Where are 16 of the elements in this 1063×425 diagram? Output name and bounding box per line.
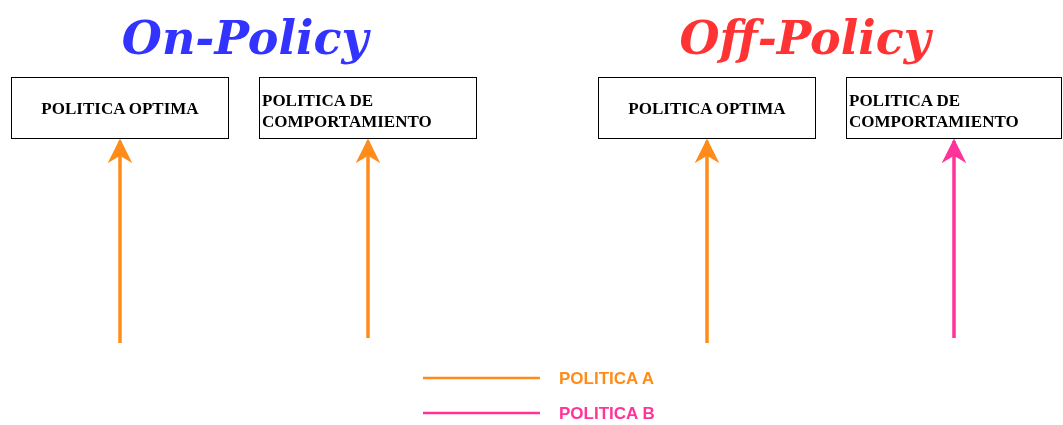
process-box: [11, 77, 229, 139]
arrow: [941, 138, 967, 338]
box-label: POLITICA DE COMPORTAMIENTO: [849, 90, 1020, 132]
heading: Off-Policy: [678, 10, 934, 67]
arrow: [694, 138, 720, 343]
legend-label: POLITICA B: [559, 403, 655, 425]
process-box: [846, 77, 1062, 139]
arrow: [355, 138, 381, 338]
box-label: POLITICA DE COMPORTAMIENTO: [262, 90, 433, 132]
heading: On-Policy: [120, 10, 372, 67]
arrow: [107, 138, 133, 343]
box-label: POLITICA OPTIMA: [627, 97, 787, 119]
box-label: POLITICA OPTIMA: [40, 97, 200, 119]
process-box: [259, 77, 477, 139]
legend-label: POLITICA A: [559, 368, 655, 390]
process-box: [598, 77, 816, 139]
